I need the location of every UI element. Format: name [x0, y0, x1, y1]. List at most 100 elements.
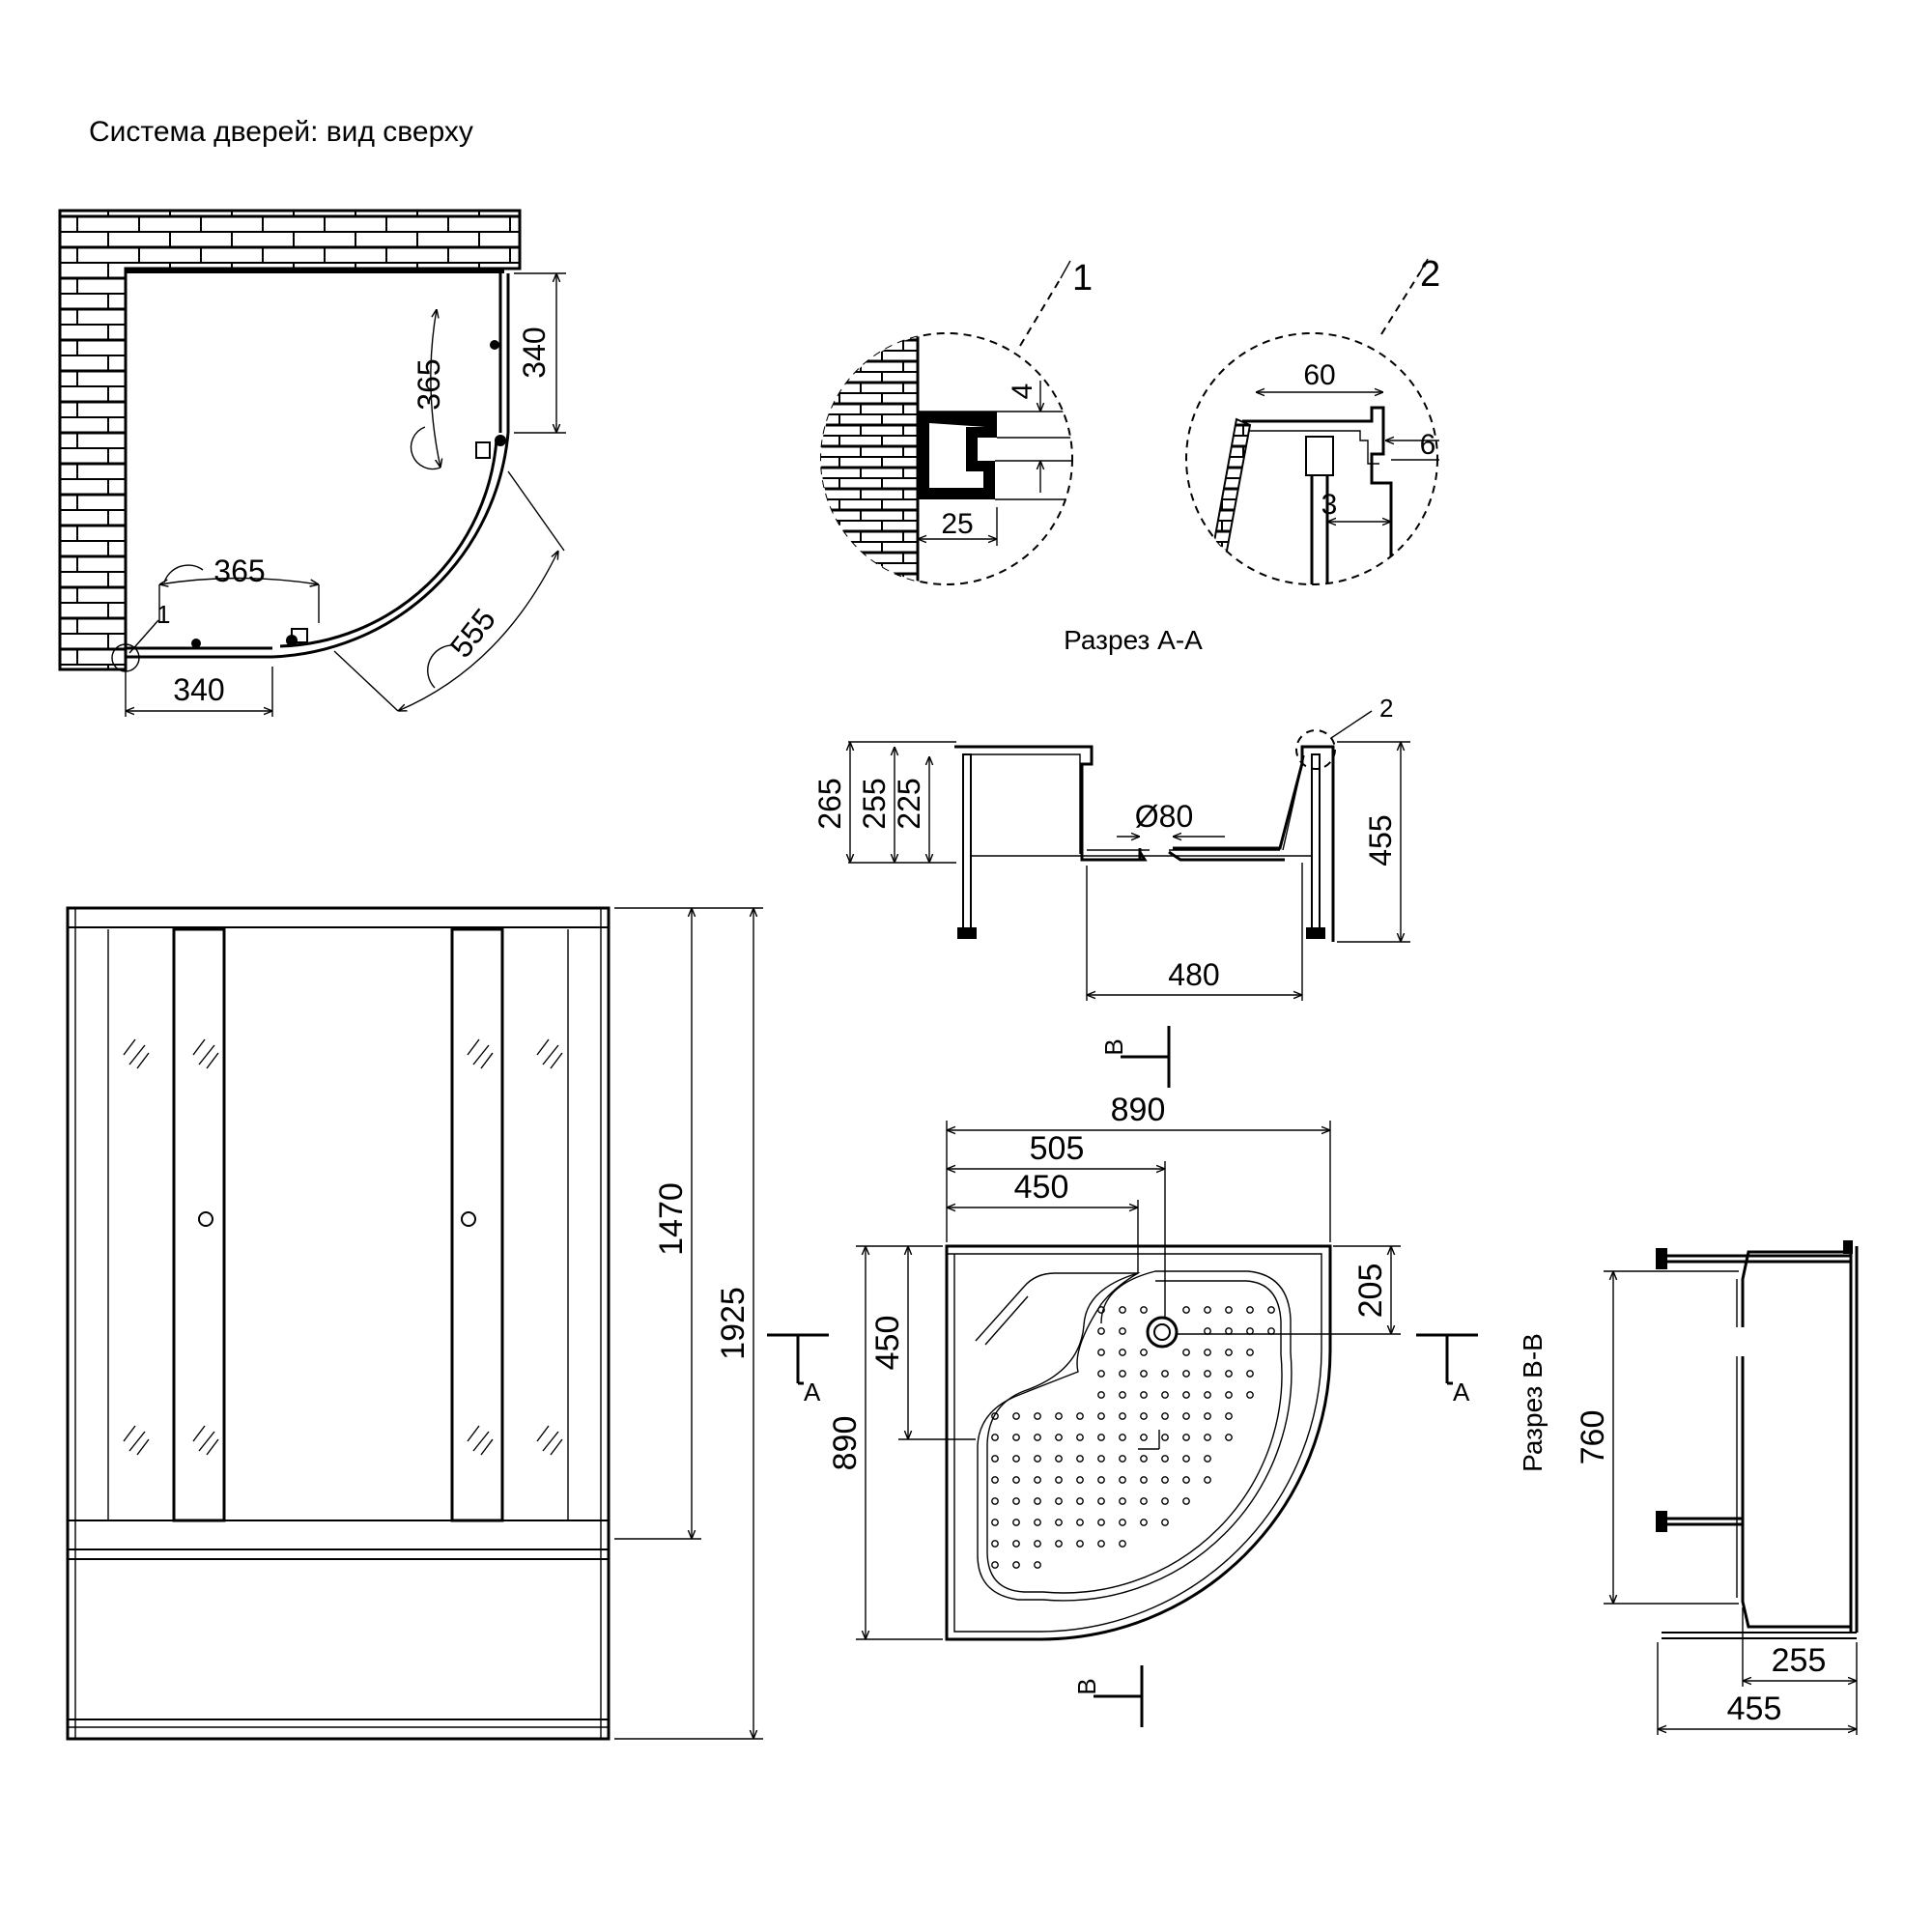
- anti-slip-dot: [991, 1455, 999, 1463]
- dim-1470: 1470: [653, 1182, 690, 1256]
- anti-slip-dot: [1012, 1540, 1020, 1548]
- dim-25: 25: [941, 508, 973, 540]
- anti-slip-dot: [1097, 1519, 1105, 1526]
- anti-slip-dot: [1055, 1412, 1063, 1420]
- door-left: [172, 927, 226, 1522]
- cut-line-b-bottom: [1094, 1665, 1144, 1727]
- anti-slip-dot: [1161, 1434, 1169, 1441]
- anti-slip-dot: [1076, 1412, 1084, 1420]
- anti-slip-dot: [1034, 1497, 1041, 1505]
- bottom-glass-panel: [126, 646, 272, 659]
- anti-slip-dot: [1182, 1391, 1190, 1399]
- anti-slip-dot: [991, 1434, 999, 1441]
- tray-rim-profile: [1211, 417, 1252, 553]
- anti-slip-dot: [1097, 1370, 1105, 1378]
- door-handle-icon: [286, 635, 298, 646]
- anti-slip-dot: [1119, 1476, 1126, 1484]
- dim-arc-365-side: 365: [412, 358, 446, 410]
- center-glass: [223, 929, 453, 1520]
- frame-profile: [918, 412, 997, 499]
- anti-slip-dot: [1140, 1455, 1148, 1463]
- anti-slip-dot: [1140, 1519, 1148, 1526]
- dim-6: 6: [1420, 429, 1436, 461]
- dim-radius-555: 555: [443, 602, 502, 664]
- door-right: [450, 927, 504, 1522]
- anti-slip-dot: [1140, 1497, 1148, 1505]
- foot-icon: [1656, 1511, 1667, 1532]
- anti-slip-dot: [1225, 1306, 1233, 1314]
- dim-455: 455: [1363, 814, 1398, 866]
- anti-slip-dot: [1182, 1497, 1190, 1505]
- anti-slip-dot: [1246, 1391, 1254, 1399]
- anti-slip-dot: [1161, 1455, 1169, 1463]
- anti-slip-dot: [1097, 1327, 1105, 1335]
- anti-slip-dot: [1034, 1540, 1041, 1548]
- anti-slip-dot: [1012, 1561, 1020, 1569]
- anti-slip-dot: [991, 1476, 999, 1484]
- anti-slip-dot: [991, 1561, 999, 1569]
- anti-slip-dot: [1246, 1306, 1254, 1314]
- anti-slip-dot: [1225, 1434, 1233, 1441]
- anti-slip-dot: [1204, 1349, 1211, 1356]
- anti-slip-dot: [1246, 1327, 1254, 1335]
- anti-slip-dot: [1012, 1434, 1020, 1441]
- anti-slip-dot: [1161, 1519, 1169, 1526]
- anti-slip-dot: [991, 1412, 999, 1420]
- anti-slip-dot: [1182, 1455, 1190, 1463]
- tray-plan: 890 505 450 205 450 890 A A B B: [767, 1026, 1478, 1727]
- side-glass-panel: [498, 273, 510, 433]
- anti-slip-dot: [1012, 1519, 1020, 1526]
- anti-slip-dot: [1204, 1476, 1211, 1484]
- detail-1: 4 25 1: [820, 258, 1093, 585]
- anti-slip-dot: [1225, 1327, 1233, 1335]
- dim-255: 255: [1772, 1642, 1827, 1679]
- cut-label-b: B: [1072, 1678, 1101, 1694]
- anti-slip-dot: [1140, 1391, 1148, 1399]
- anti-slip-dot: [1097, 1455, 1105, 1463]
- anti-slip-dot: [1225, 1412, 1233, 1420]
- dim-diameter-80: Ø80: [1135, 799, 1193, 834]
- dim-width-340: 340: [173, 672, 224, 707]
- cut-label-a: A: [1453, 1378, 1470, 1406]
- anti-slip-dot: [991, 1519, 999, 1526]
- anti-slip-dot: [1097, 1540, 1105, 1548]
- anti-slip-dot: [1204, 1434, 1211, 1441]
- anti-slip-dot: [1076, 1455, 1084, 1463]
- anti-slip-dot: [1267, 1306, 1275, 1314]
- detail-2-label: 2: [1420, 254, 1440, 295]
- cut-label-b: B: [1099, 1038, 1128, 1055]
- anti-slip-dot: [1182, 1306, 1190, 1314]
- anti-slip-dot: [1119, 1370, 1126, 1378]
- cut-line-b-top: [1121, 1026, 1171, 1088]
- cut-label-a: A: [804, 1378, 821, 1406]
- anti-slip-dot: [1140, 1434, 1148, 1441]
- anti-slip-dot: [1246, 1370, 1254, 1378]
- anti-slip-dot: [1097, 1497, 1105, 1505]
- anti-slip-dot: [1182, 1412, 1190, 1420]
- detail-1-label: 1: [1072, 258, 1093, 298]
- anti-slip-dot: [1034, 1476, 1041, 1484]
- anti-slip-dot: [1012, 1412, 1020, 1420]
- anti-slip-dot: [1246, 1349, 1254, 1356]
- anti-slip-dot: [1225, 1391, 1233, 1399]
- anti-slip-dot: [1076, 1519, 1084, 1526]
- anti-slip-dot: [1055, 1497, 1063, 1505]
- plan-view: 1 340 340 365 365 555: [58, 209, 566, 717]
- drain-flange: [1082, 850, 1285, 862]
- anti-slip-dot: [1182, 1349, 1190, 1356]
- anti-slip-dot: [1012, 1455, 1020, 1463]
- page-title: Система дверей: вид сверху: [89, 116, 473, 148]
- dim-480: 480: [1168, 957, 1219, 992]
- dim-255: 255: [857, 778, 892, 829]
- anti-slip-dot: [1225, 1370, 1233, 1378]
- anti-slip-dot: [1225, 1349, 1233, 1356]
- dim-760: 760: [1575, 1410, 1611, 1465]
- foot-icon: [957, 927, 977, 939]
- anti-slip-dot: [1097, 1476, 1105, 1484]
- dim-890-width: 890: [1111, 1092, 1166, 1128]
- anti-slip-dot: [1055, 1519, 1063, 1526]
- detail-2: 60 6 3 2: [1185, 254, 1440, 585]
- anti-slip-dots: [991, 1306, 1275, 1569]
- anti-slip-dot: [1182, 1476, 1190, 1484]
